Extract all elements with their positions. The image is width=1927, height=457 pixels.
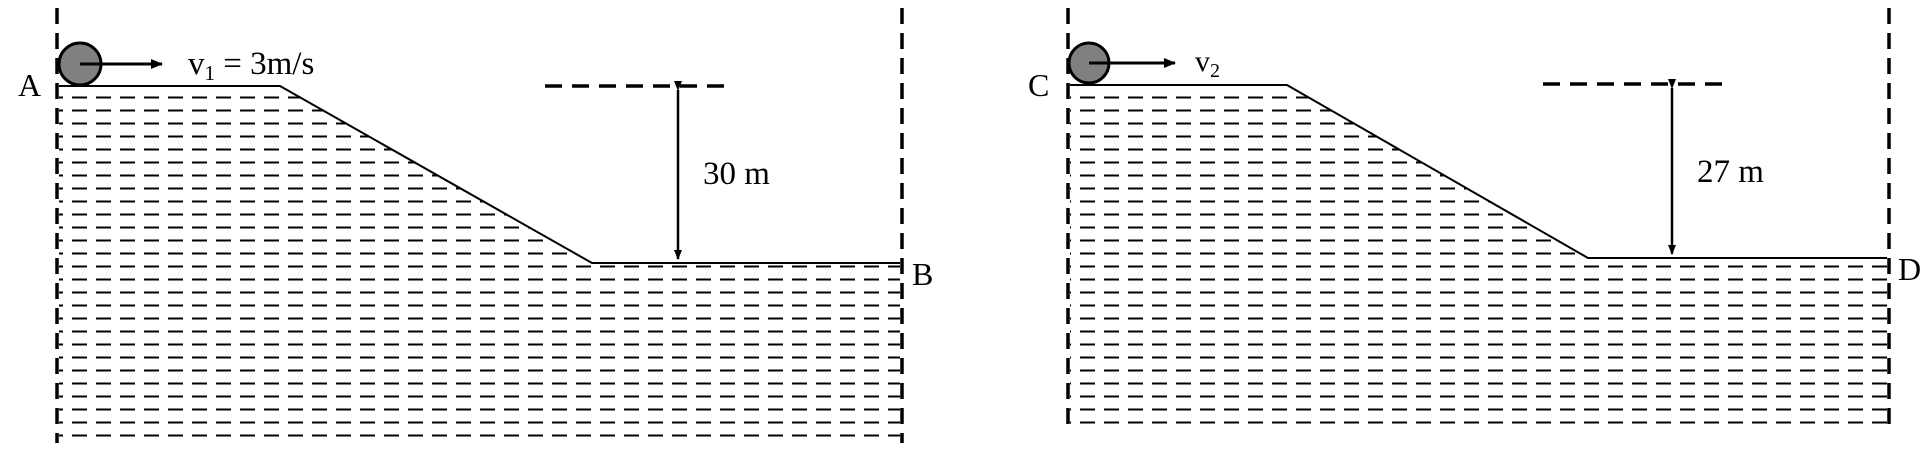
right-end-label: D [1898, 251, 1921, 287]
left-end-label: B [912, 256, 933, 292]
left-ground-surface [59, 85, 900, 264]
right-ground-hatching [1070, 85, 1887, 430]
left-start-label: A [18, 67, 41, 103]
left-velocity-label: v1 = 3m/s [188, 46, 314, 85]
left-height-label: 30 m [703, 156, 770, 192]
right-height-label: 27 m [1697, 154, 1764, 190]
left-diagram: v1 = 3m/s A B 30 m [18, 8, 933, 443]
right-diagram: v2 C D 27 m [1028, 8, 1921, 432]
right-velocity-label: v2 [1195, 45, 1220, 82]
right-start-label: C [1028, 67, 1049, 103]
right-ground-surface [1070, 84, 1887, 259]
left-ground-hatching [59, 86, 900, 442]
